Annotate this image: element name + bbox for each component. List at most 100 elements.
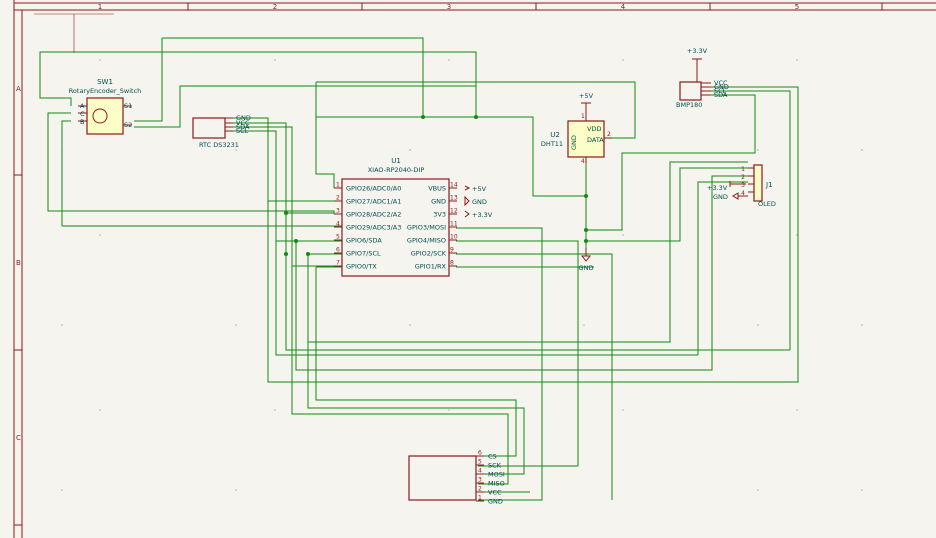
u2-pin-data: DATA bbox=[587, 136, 604, 144]
u2-reference: U2 bbox=[550, 131, 560, 139]
bmp180-body bbox=[679, 81, 702, 101]
u2-pin-vdd: VDD bbox=[587, 125, 601, 133]
gnd-symbol-u2: GND bbox=[579, 248, 594, 272]
u1-pin-name: GPIO3/MOSI bbox=[407, 224, 446, 232]
spi-pin-number: 2 bbox=[478, 486, 482, 493]
spi-pin-name: MOSI bbox=[488, 471, 505, 479]
sensor-u2-dht11[interactable]: U2 DHT11 VDD GND DATA 2 1 4 bbox=[541, 112, 612, 165]
u1-pin-name: GPIO28/ADC2/A2 bbox=[346, 211, 401, 219]
spi-pin-number: 4 bbox=[478, 468, 482, 475]
zone-col-1: 1 bbox=[98, 3, 102, 11]
j1-body bbox=[753, 164, 763, 202]
power-5v-label: +5V bbox=[579, 92, 594, 100]
gnd-symbol-oled: GND bbox=[713, 192, 748, 201]
u1-pin-name: GPIO27/ADC1/A1 bbox=[346, 198, 401, 206]
power-3v3-label: +3.3V bbox=[687, 47, 708, 55]
j1-pin-2: 2 bbox=[741, 174, 745, 181]
spi-pin-name: MISO bbox=[488, 480, 505, 488]
rtc-value: RTC DS3231 bbox=[199, 141, 239, 149]
u1-pin-name: GPIO29/ADC3/A3 bbox=[346, 224, 401, 232]
u2-value: DHT11 bbox=[541, 140, 563, 148]
spi-pin-name: SCK bbox=[488, 462, 502, 470]
j1-pin-4: 4 bbox=[741, 190, 745, 197]
sw1-pin-b: B bbox=[80, 118, 84, 126]
zone-col-2: 2 bbox=[273, 3, 277, 11]
encoder-knob-icon bbox=[92, 108, 108, 124]
zone-row-b: B bbox=[16, 259, 21, 267]
j1-pin-3: 3 bbox=[741, 182, 745, 189]
u1-pin-name: GPIO4/MISO bbox=[407, 237, 446, 245]
u2-body bbox=[567, 120, 605, 158]
u1-pin-number: 4 bbox=[336, 221, 340, 228]
power-3v3-bmp: +3.3V bbox=[687, 47, 708, 82]
u1-pin-name: GND bbox=[431, 198, 446, 206]
rtc-ds3231[interactable]: GND VCC SDA SCL RTC DS3231 bbox=[192, 114, 251, 149]
u1-pin-name: VBUS bbox=[428, 185, 446, 193]
rtc-pin-gnd: GND bbox=[236, 114, 251, 122]
zone-row-c: C bbox=[16, 434, 21, 442]
sw1-pin-s1: S1 bbox=[124, 102, 132, 110]
u1-5v-label: +5V bbox=[472, 185, 487, 193]
u1-pin-number: 6 bbox=[336, 247, 340, 254]
u1-pin-name: GPIO1/RX bbox=[415, 263, 447, 271]
spi-pin-number: 5 bbox=[478, 459, 482, 466]
u1-power-pins: +5V GND +3.3V bbox=[464, 185, 493, 219]
u1-pin-labels: 1 GPIO26/ADC0/A0 2 GPIO27/ADC1/A1 3 GPIO28/AD… bbox=[334, 182, 458, 271]
u1-pin-number: 8 bbox=[450, 260, 454, 267]
bmp180-pin-scl: SCL bbox=[714, 87, 727, 95]
j1-reference: J1 bbox=[765, 181, 773, 189]
u1-reference: U1 bbox=[391, 157, 401, 165]
zone-row-a: A bbox=[16, 85, 21, 93]
u1-pin-number: 3 bbox=[336, 208, 340, 215]
rtc-body bbox=[192, 117, 226, 139]
u1-pin-number: 10 bbox=[450, 234, 458, 241]
u2-pin-4-number: 4 bbox=[581, 158, 585, 165]
u1-pin-number: 9 bbox=[450, 247, 454, 254]
bmp180-pin-vcc: VCC bbox=[714, 79, 728, 87]
u1-pin-name: GPIO7/SCL bbox=[346, 250, 381, 258]
spi-pin-name: GND bbox=[488, 498, 503, 506]
j1-value: OLED bbox=[758, 200, 776, 208]
sw1-body bbox=[86, 97, 124, 135]
zone-markers: 1 2 3 4 5 A B C bbox=[16, 3, 799, 442]
u1-pin-number: 11 bbox=[450, 221, 458, 228]
u1-pin-name: 3V3 bbox=[433, 211, 446, 219]
zone-col-4: 4 bbox=[621, 3, 626, 11]
power-symbols: +5V +3.3V GND +3.3V GND +5V GND bbox=[464, 47, 748, 272]
u1-pin-number: 2 bbox=[336, 195, 340, 202]
sheet-frame bbox=[13, 0, 936, 538]
sensor-bmp180[interactable]: VCC GND SCL SDA BMP180 bbox=[676, 79, 729, 109]
oled-gnd-label: GND bbox=[713, 193, 728, 201]
u1-gnd-label: GND bbox=[472, 198, 487, 206]
zone-col-3: 3 bbox=[447, 3, 451, 11]
u1-pin-name: GPIO6/SDA bbox=[346, 237, 382, 245]
rtc-pin-sda: SDA bbox=[236, 123, 250, 131]
u1-pin-number: 14 bbox=[450, 182, 458, 189]
power-3v3-oled: +3.3V bbox=[707, 181, 746, 192]
u1-pin-number: 1 bbox=[336, 182, 340, 189]
sw1-reference: SW1 bbox=[97, 78, 113, 86]
spi-module-body bbox=[408, 455, 477, 501]
junctions bbox=[284, 115, 588, 256]
module-bottom-spi[interactable] bbox=[408, 455, 477, 501]
oled-3v3-label: +3.3V bbox=[707, 184, 728, 192]
sw1-value: RotaryEncoder_Switch bbox=[69, 87, 142, 95]
connector-j1-oled[interactable]: 1 2 3 4 J1 OLED bbox=[741, 164, 776, 208]
u1-pin-number: 13 bbox=[450, 195, 458, 202]
u2-pin-2-number: 2 bbox=[607, 131, 611, 138]
spi-pin-number: 6 bbox=[478, 450, 482, 457]
u1-pin-number: 12 bbox=[450, 208, 458, 215]
sw1-pin-s2: S2 bbox=[124, 121, 132, 129]
gnd-label: GND bbox=[579, 264, 594, 272]
sw1-pin-a: A bbox=[80, 102, 85, 110]
u1-pin-name: GPIO0/TX bbox=[346, 263, 377, 271]
spi-pin-number: 1 bbox=[478, 495, 482, 502]
spi-pin-number: 3 bbox=[478, 477, 482, 484]
j1-pin-1: 1 bbox=[741, 166, 745, 173]
u1-pin-name: GPIO26/ADC0/A0 bbox=[346, 185, 401, 193]
rtc-pin-scl: SCL bbox=[236, 127, 249, 135]
rotary-encoder-sw1[interactable]: SW1 RotaryEncoder_Switch A C B S1 S2 bbox=[69, 78, 142, 135]
grid-dots bbox=[61, 59, 863, 491]
